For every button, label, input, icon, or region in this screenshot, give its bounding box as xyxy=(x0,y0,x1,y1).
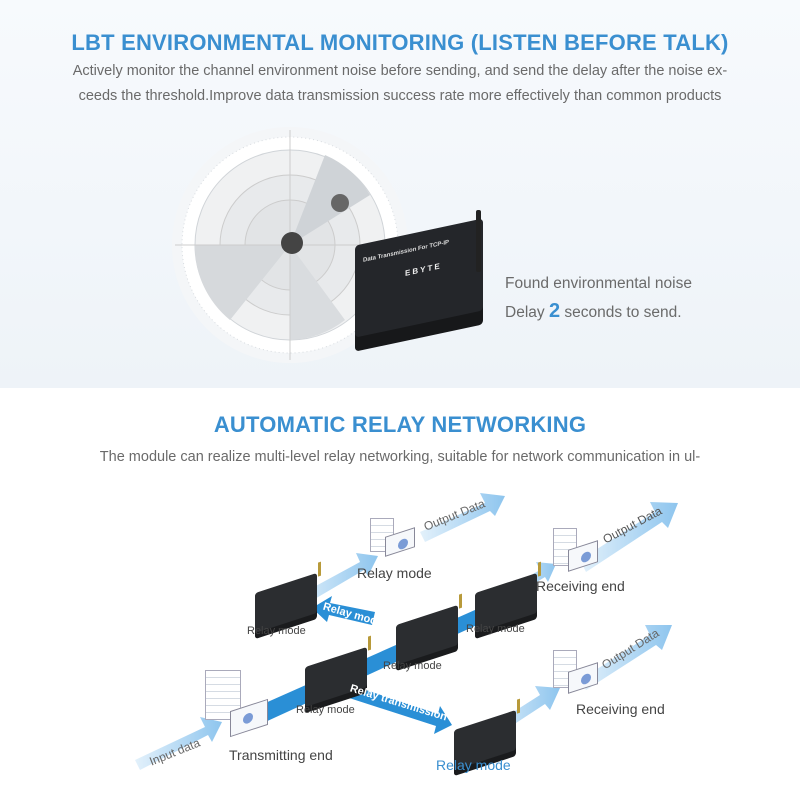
delay-text: Delay 2 seconds to send. xyxy=(505,300,682,322)
relay-mode-arrow xyxy=(312,596,375,625)
input-arrow xyxy=(135,717,222,770)
delay-value: 2 xyxy=(548,300,561,322)
label-relay-mode-lower: Relay mode xyxy=(296,704,355,716)
lbt-description-line1: Actively monitor the channel environment… xyxy=(72,63,728,79)
radar-graphic xyxy=(172,127,408,363)
server-icon xyxy=(553,650,577,688)
label-receiving-end-bottom: Receiving end xyxy=(576,701,665,717)
label-relay-mode-top: Relay mode xyxy=(357,565,432,581)
relay-title: AUTOMATIC RELAY NETWORKING xyxy=(213,412,587,437)
output-arrow-1 xyxy=(420,493,505,542)
lightning-icon xyxy=(331,194,349,212)
output-arrow-3 xyxy=(580,625,672,690)
relay-section xyxy=(0,388,800,800)
label-transmitting-end: Transmitting end xyxy=(229,747,333,763)
label-relay-mode-left: Relay mode xyxy=(247,625,306,637)
lbt-section: LBT ENVIRONMENTAL MONITORING (LISTEN BEF… xyxy=(0,0,800,388)
label-relay-mode-center: Relay mode xyxy=(383,660,442,672)
relay-description: The module can realize multi-level relay… xyxy=(99,449,701,465)
noise-sector xyxy=(290,155,370,245)
noise-text: Found environmental noise xyxy=(505,275,692,292)
output-arrow-2 xyxy=(580,502,678,572)
relay-transmission-arrow xyxy=(343,683,452,734)
lbt-description-line2: ceeds the threshold.Improve data transmi… xyxy=(78,88,722,104)
label-relay-mode-right: Relay mode xyxy=(466,623,525,635)
label-receiving-end-top: Receiving end xyxy=(536,578,625,594)
satellite-dish-icon xyxy=(281,232,303,254)
label-relay-mode-bottom: Relay mode xyxy=(436,757,511,773)
antenna xyxy=(476,210,481,272)
lbt-title: LBT ENVIRONMENTAL MONITORING (LISTEN BEF… xyxy=(71,30,729,55)
